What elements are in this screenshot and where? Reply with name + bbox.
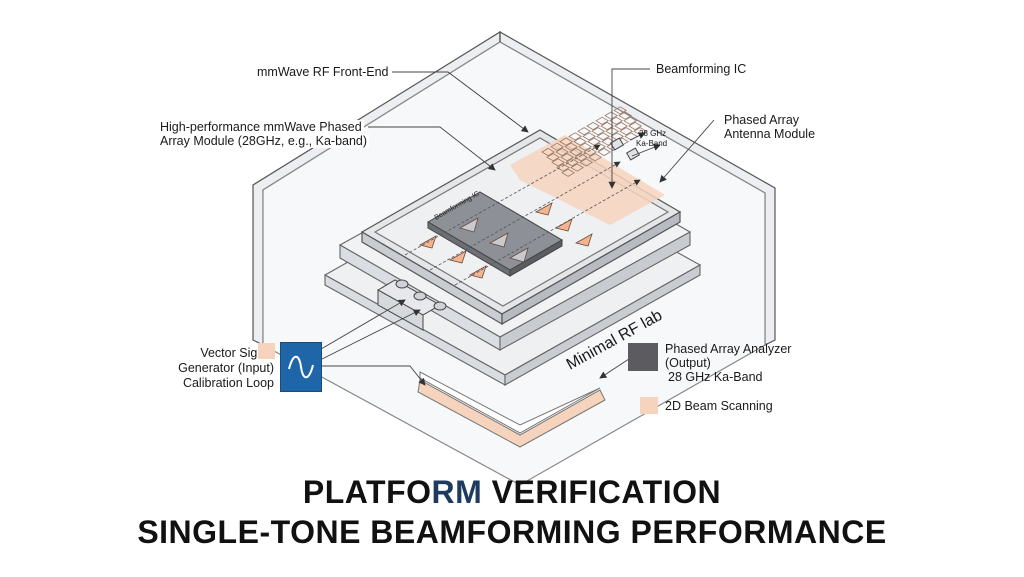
label-band-line2: Ka-Band — [636, 139, 668, 148]
antenna-patch — [586, 121, 601, 131]
label-beamforming-ic: Beamforming IC — [654, 62, 749, 76]
antenna-patch — [600, 121, 615, 131]
antenna-patch — [556, 163, 571, 172]
title-prefix: PLATFO — [302, 474, 432, 510]
label-antenna-line2: Antenna Module — [724, 127, 816, 141]
antenna-patch — [565, 158, 580, 167]
antenna-patch — [579, 158, 594, 167]
antenna-patch — [555, 147, 570, 157]
antenna-patch — [541, 147, 556, 157]
label-antenna-line1: Phased Array — [724, 113, 800, 127]
antenna-patch — [604, 111, 619, 120]
antenna-patch — [591, 127, 606, 136]
input-swatch — [258, 343, 275, 359]
label-beam-scanning: 2D Beam Scanning — [665, 399, 773, 413]
antenna-patch — [568, 132, 583, 141]
antenna-patch — [577, 127, 592, 136]
title-suffix: VERIFICATION — [482, 474, 722, 510]
label-rf-front-end: mmWave RF Front-End — [255, 65, 391, 79]
label-analyzer-line1: Phased Array Analyzer — [665, 342, 792, 356]
antenna-patch — [613, 106, 628, 115]
antenna-patch — [596, 132, 611, 141]
antenna-patch — [582, 132, 597, 141]
antenna-patch — [605, 127, 620, 136]
antenna-patch — [570, 163, 585, 172]
sine-wave-icon — [288, 355, 314, 379]
antenna-patch — [574, 153, 589, 162]
label-module-line2: Array Module (28GHz, e.g., Ka-band) — [158, 134, 370, 148]
antenna-patch — [546, 153, 561, 162]
antenna-patch — [610, 132, 625, 141]
antenna-patch — [623, 116, 638, 125]
antenna-patch — [595, 116, 610, 125]
beamforming-chip — [427, 191, 563, 277]
label-vsg-line3: Calibration Loop — [182, 376, 274, 390]
title-accent: RM — [431, 474, 483, 510]
floor-tray — [417, 371, 606, 448]
title-line1: PLATFORM VERIFICATION — [0, 474, 1024, 510]
sma-connectors — [376, 137, 641, 331]
antenna-patch — [583, 147, 598, 157]
antenna-patch — [551, 158, 566, 167]
antenna-patch — [597, 147, 612, 157]
label-analyzer-line3: 28 GHz Ka-Band — [668, 370, 763, 384]
label-vsg-line2: Generator (Input) — [178, 361, 274, 375]
antenna-patch — [550, 142, 565, 151]
amplifier-chain — [418, 202, 593, 279]
analyzer-box — [628, 343, 658, 371]
label-module-line1: High-performance mmWave Phased — [158, 120, 364, 134]
antenna-patch — [564, 142, 579, 151]
beam-scanning-swatch — [640, 397, 658, 414]
antenna-patch — [618, 111, 633, 120]
antenna-patch — [628, 121, 643, 131]
title-line2: SINGLE-TONE BEAMFORMING PERFORMANCE — [137, 514, 887, 550]
antenna-patch — [578, 142, 593, 151]
leader-lines — [315, 68, 715, 386]
signal-paths — [404, 144, 641, 286]
label-vsg-line1: Vector Signal — [200, 346, 274, 360]
antenna-patch — [559, 137, 574, 146]
antenna-patch — [587, 137, 602, 146]
label-band-line1: 28 GHz — [639, 129, 667, 138]
antenna-patch — [573, 137, 588, 146]
antenna-patch — [619, 127, 634, 136]
antenna-patch — [588, 153, 603, 162]
antenna-patch — [614, 121, 629, 131]
antenna-patch — [609, 116, 624, 125]
antenna-patch — [561, 168, 576, 177]
signal-generator-box — [280, 342, 322, 392]
antenna-patch — [560, 153, 575, 162]
label-analyzer-line2: (Output) — [665, 356, 711, 370]
antenna-patch — [569, 147, 584, 157]
